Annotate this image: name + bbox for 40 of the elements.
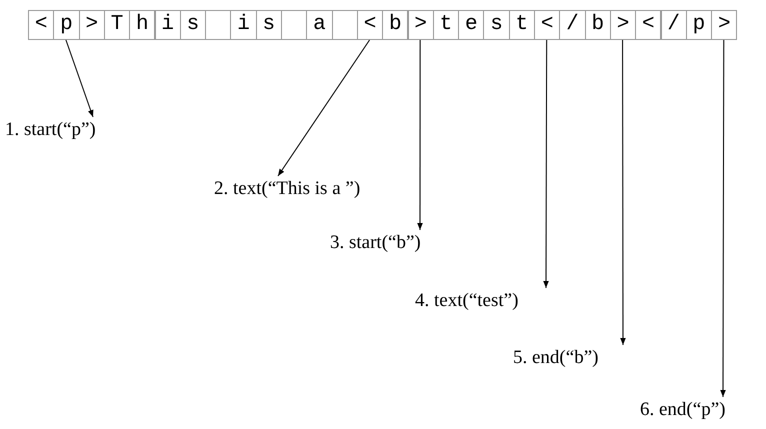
character-cell: / — [559, 10, 586, 40]
event-label: 6. end(“p”) — [640, 399, 762, 421]
arrow — [417, 40, 423, 230]
character-cell: s — [256, 10, 282, 40]
event-label: 5. end(“b”) — [513, 347, 625, 369]
character-cell: > — [408, 10, 434, 40]
arrow — [620, 40, 626, 346]
character-cell: > — [78, 10, 105, 40]
character-cell: b — [382, 10, 408, 40]
arrow — [65, 40, 94, 118]
arrow — [720, 40, 726, 398]
character-cell: a — [306, 10, 333, 40]
event-label: 4. text(“test”) — [415, 290, 550, 312]
character-cell: h — [129, 10, 156, 40]
character-cell: < — [356, 10, 384, 40]
character-cell: s — [483, 10, 510, 40]
character-cell: T — [104, 10, 130, 40]
character-cell: > — [610, 10, 636, 40]
character-cell: < — [534, 10, 560, 40]
character-cell: t — [432, 10, 460, 40]
arrow — [278, 40, 370, 176]
character-cell: / — [660, 10, 687, 40]
character-cell: e — [458, 10, 484, 40]
character-cell: < — [28, 10, 54, 40]
character-cell: p — [686, 10, 712, 40]
character-cell: t — [508, 10, 535, 40]
event-label: 2. text(“This is a ”) — [214, 178, 366, 200]
character-cell: > — [711, 10, 738, 40]
character-cell: s — [180, 10, 206, 40]
character-cell: i — [230, 10, 257, 40]
event-label: 3. start(“b”) — [330, 232, 460, 254]
character-cell: p — [53, 10, 80, 40]
character-cell: < — [635, 10, 662, 40]
character-cell: i — [154, 10, 181, 40]
character-cell: b — [584, 10, 611, 40]
event-label: 1. start(“p”) — [5, 119, 140, 141]
arrow — [543, 40, 549, 288]
blank-cell — [281, 10, 308, 40]
blank-cell — [332, 10, 358, 40]
blank-cell — [205, 10, 232, 40]
